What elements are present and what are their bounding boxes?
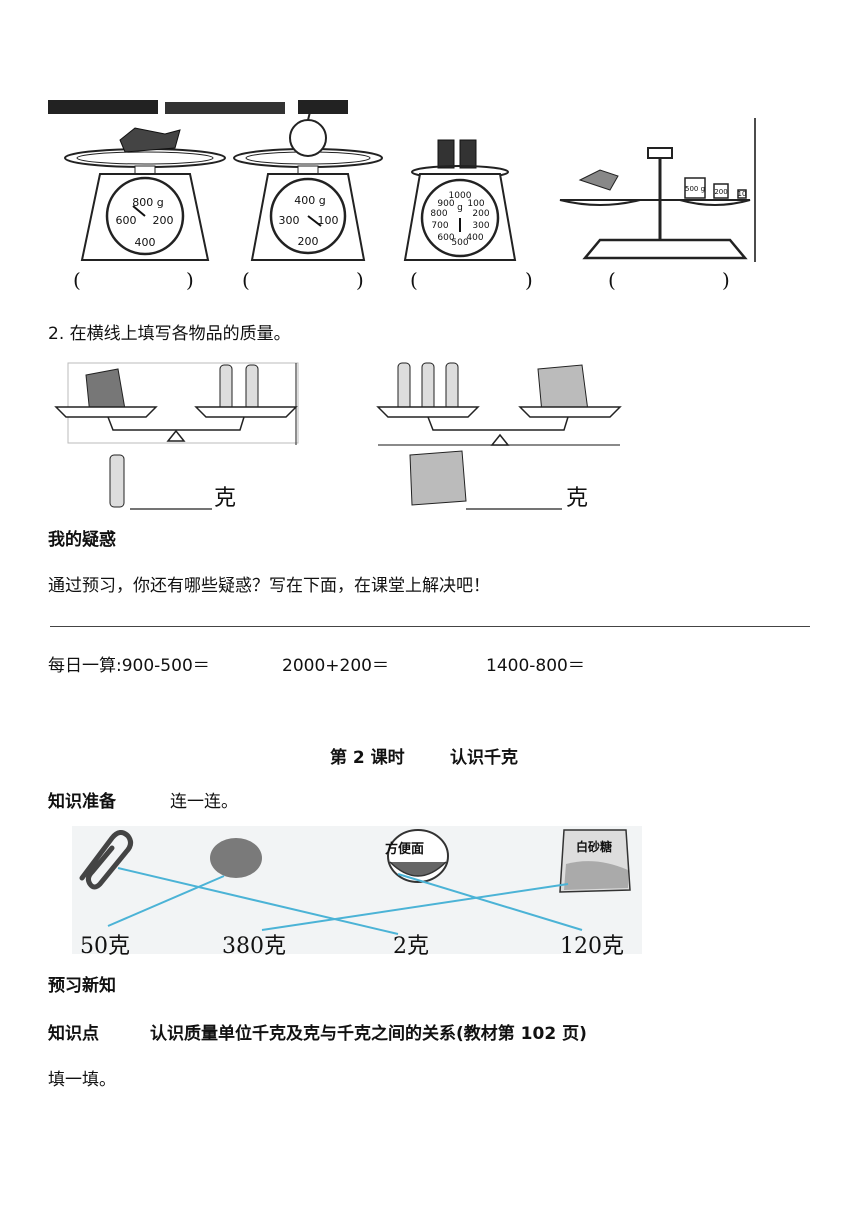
- question-2-title: 2. 在横线上填写各物品的质量。: [48, 324, 291, 344]
- weight-option: 380克: [222, 934, 286, 959]
- answer-paren-close: ): [186, 268, 194, 292]
- dial3-label: 600: [437, 233, 454, 243]
- scales-drawing: 800 g 600 200 400 400 g 300 100 200: [48, 100, 756, 262]
- lesson-title: 认识千克: [450, 748, 518, 768]
- unit-gram-right: 克: [566, 486, 589, 511]
- dial3-label: 300: [472, 221, 489, 231]
- egg-icon: [210, 838, 262, 878]
- balance-left: [54, 362, 299, 510]
- dial3-label: 900: [437, 199, 454, 209]
- kitchen-scale-3: [403, 139, 517, 261]
- prep-heading: 知识准备: [48, 792, 116, 812]
- knowledge-point-label: 知识点: [48, 1024, 99, 1044]
- noodle-label: 方便面: [385, 842, 425, 857]
- daily-calc-2: 2000+200＝: [282, 656, 389, 676]
- balance-scale: [559, 147, 751, 260]
- answer-paren-close: ): [525, 268, 533, 292]
- dial3-label: 500: [451, 238, 468, 248]
- paperclip-icon: [79, 830, 134, 890]
- lesson-number: 第 2 课时: [330, 748, 405, 768]
- dial1-label: 600: [116, 214, 137, 227]
- daily-calc-3: 1400-800＝: [486, 656, 585, 676]
- answer-paren-open: (: [410, 268, 418, 292]
- answer-paren-open: (: [608, 268, 616, 292]
- dial1-label: 800 g: [132, 196, 163, 209]
- scales-figure: 800 g 600 200 400 400 g 300 100 200: [40, 100, 760, 300]
- balance-drawing: [54, 362, 622, 510]
- balance-figures: [48, 355, 628, 515]
- fill-in-instruction: 填一填。: [48, 1070, 116, 1090]
- dial3-label: 800: [430, 209, 447, 219]
- balance-right: [376, 362, 622, 510]
- sugar-label: 白砂糖: [576, 840, 613, 854]
- weight-option: 2克: [393, 934, 429, 959]
- weight-label: 500 g: [685, 185, 705, 193]
- matching-figure: [72, 826, 642, 954]
- answer-paren-close: ): [356, 268, 364, 292]
- knowledge-point-text: 认识质量单位千克及克与千克之间的关系(教材第 102 页): [150, 1024, 587, 1044]
- answer-paren-open: (: [73, 268, 81, 292]
- dial3-label: 100: [467, 199, 484, 209]
- answer-line[interactable]: [50, 626, 810, 627]
- kitchen-scale-2: [233, 111, 383, 261]
- dial2-label: 100: [318, 214, 339, 227]
- dial3-label: 400: [466, 233, 483, 243]
- noodle-bowl-icon: [387, 829, 449, 883]
- doubts-heading: 我的疑惑: [48, 530, 116, 550]
- matching-lines: [107, 867, 583, 935]
- sugar-bag-icon: [559, 829, 631, 893]
- dial1-label: 200: [153, 214, 174, 227]
- dial3-label: 1000: [449, 191, 472, 201]
- doubts-body: 通过预习，你还有哪些疑惑？写在下面，在课堂上解决吧！: [48, 576, 490, 596]
- dial3-label: g: [457, 203, 463, 213]
- weight-option: 120克: [560, 934, 624, 959]
- dial3-label: 700: [431, 221, 448, 231]
- dial2-label: 300: [279, 214, 300, 227]
- matching-drawing: [72, 826, 642, 954]
- answer-paren-close: ): [722, 268, 730, 292]
- dial3-label: 200: [472, 209, 489, 219]
- dial2-label: 400 g: [294, 194, 325, 207]
- dial1-label: 400: [135, 236, 156, 249]
- prep-task: 连一连。: [170, 792, 238, 812]
- daily-calc-1: 每日一算:900-500＝: [48, 656, 210, 676]
- dial2-label: 200: [298, 235, 319, 248]
- unit-gram-left: 克: [214, 486, 237, 511]
- weight-label: 10: [738, 190, 747, 198]
- weight-label: 200: [714, 188, 727, 196]
- answer-paren-open: (: [242, 268, 250, 292]
- kitchen-scale-1: [64, 127, 226, 261]
- preview-heading: 预习新知: [48, 976, 116, 996]
- weight-option: 50克: [80, 934, 130, 959]
